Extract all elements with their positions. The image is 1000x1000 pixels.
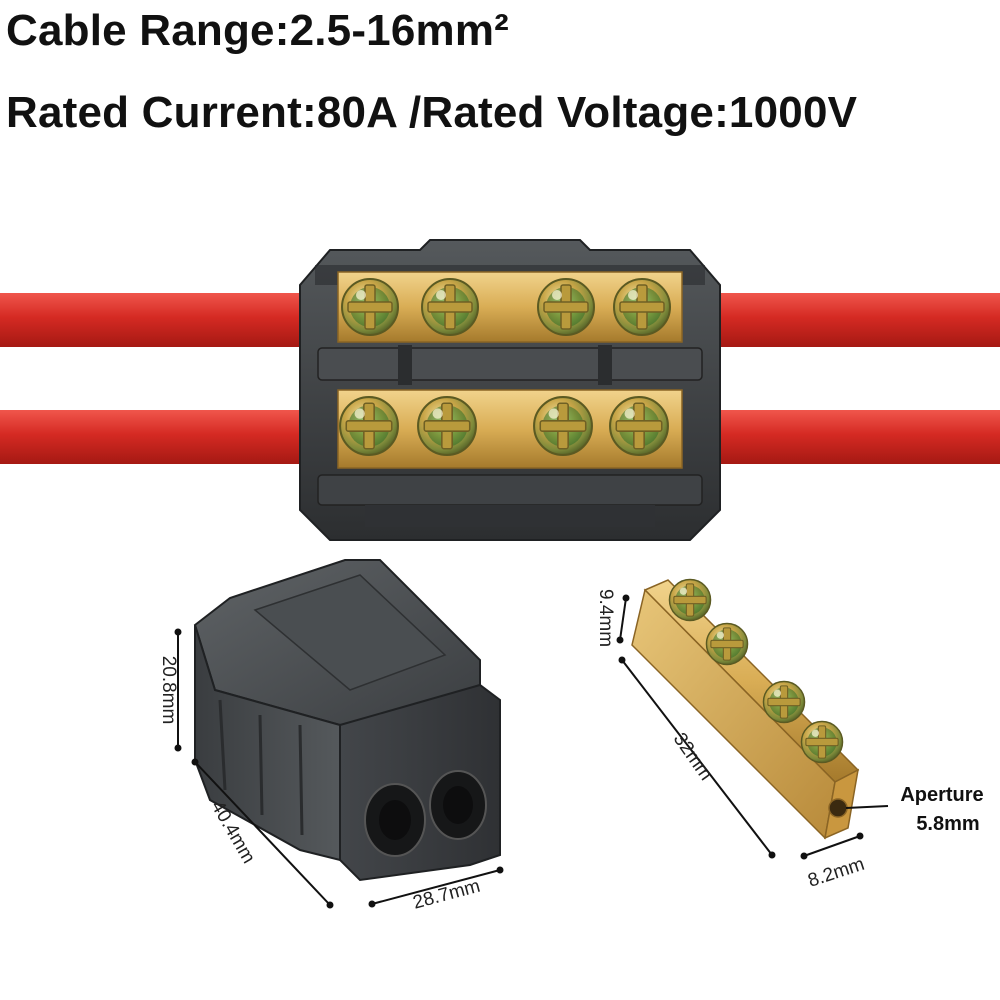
screw-icon [613, 278, 671, 336]
screw-icon [800, 720, 844, 764]
housing-dimension-lines [174, 628, 504, 909]
bar-height-label: 9.4mm [595, 589, 616, 647]
screw-icon [339, 396, 399, 456]
bar-length-label: 32mm [669, 729, 716, 784]
red-cable [0, 293, 1000, 464]
cable-range-heading: Cable Range:2.5-16mm² [6, 6, 510, 55]
brass-dimension-lines [616, 594, 889, 860]
housing-width-label: 28.7mm [411, 876, 483, 914]
brass-terminal-bar [631, 578, 860, 840]
screw-icon [609, 396, 669, 456]
aperture-label: Aperture [900, 784, 983, 806]
aperture-hole [828, 798, 848, 818]
screw-icon [533, 396, 593, 456]
screw-icon [537, 278, 595, 336]
screw-icon [417, 396, 477, 456]
screw-icon [341, 278, 399, 336]
screw-icon [668, 578, 712, 622]
screw-icon [705, 622, 749, 666]
rating-heading: Rated Current:80A /Rated Voltage:1000V [6, 88, 858, 137]
connector-assembly [0, 239, 1000, 541]
screw-icon [762, 680, 806, 724]
bar-width-label: 8.2mm [805, 854, 867, 892]
aperture-value: 5.8mm [916, 813, 979, 835]
screw-icon [421, 278, 479, 336]
housing-height-label: 20.8mm [158, 656, 179, 725]
